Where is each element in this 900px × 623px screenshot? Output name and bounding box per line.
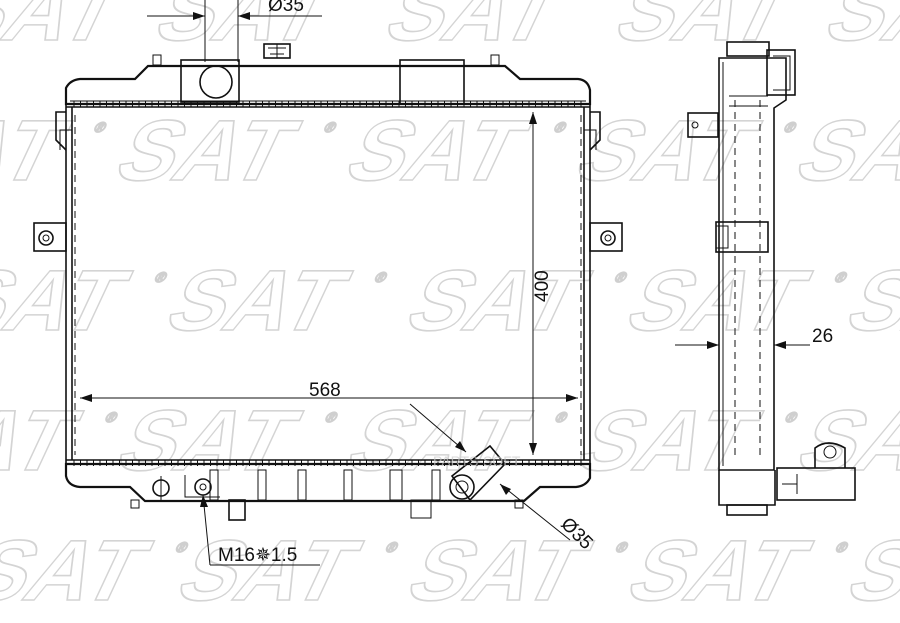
registered-mark: ®	[552, 411, 570, 426]
registered-mark: ®	[833, 541, 851, 556]
top-fin-row	[73, 101, 582, 107]
partsoft-watermark: PARTS-SOFT	[433, 453, 521, 469]
registered-mark: ®	[321, 121, 339, 136]
dim-width-label: 568	[309, 380, 341, 401]
radiator-front-view	[33, 43, 623, 521]
sat-watermark-logo: SAT	[371, 0, 581, 59]
registered-mark: ®	[832, 271, 850, 286]
top-bracket	[399, 59, 465, 105]
sat-watermark-logo: SAT	[163, 523, 373, 619]
inlet-neck	[180, 59, 240, 103]
temp-sensor	[152, 476, 170, 500]
right-mount-bracket	[589, 222, 623, 252]
sat-watermark-logo: SAT	[811, 0, 900, 59]
sat-watermark-logo: SAT	[152, 253, 362, 349]
side-top-cap	[726, 41, 770, 57]
dimension-568: 568	[80, 380, 578, 402]
side-outlet-pipe	[814, 442, 846, 468]
side-inlet-tab	[687, 112, 719, 138]
sat-watermark-logo: SAT	[141, 0, 351, 59]
registered-mark: ®	[782, 411, 800, 426]
sat-watermark-logo: SAT	[783, 393, 900, 489]
registered-mark: ®	[102, 411, 120, 426]
registered-mark: ®	[152, 271, 170, 286]
side-mount-clip	[715, 221, 769, 253]
sat-watermark-logo: SAT	[612, 253, 822, 349]
sat-watermark-logo: SAT	[0, 393, 93, 489]
registered-mark: ®	[383, 541, 401, 556]
sat-watermark-logo: SAT	[562, 103, 772, 199]
sat-watermark-logo: SAT	[0, 103, 82, 199]
outlet-pipe	[449, 444, 507, 502]
bottom-tank	[64, 462, 592, 503]
dimension-400: 400	[529, 112, 553, 455]
sat-watermark-logo: SAT	[563, 393, 773, 489]
dim-height-label: 400	[532, 270, 553, 302]
dim-drain-label: M16✵1.5	[218, 545, 297, 566]
dim-inlet-label: Ø35	[268, 0, 304, 16]
dim-thickness-label: 26	[812, 326, 833, 347]
registered-mark: ®	[372, 271, 390, 286]
dimension-26: 26	[675, 326, 833, 349]
sat-watermark-logo: SAT	[392, 253, 602, 349]
sat-watermark-logo: SAT	[102, 103, 312, 199]
side-outlet	[776, 467, 856, 501]
dimension-inlet: Ø35	[147, 0, 322, 62]
registered-mark: ®	[322, 411, 340, 426]
left-mount-bracket	[33, 222, 67, 252]
sat-watermark-logo: SAT	[832, 253, 900, 349]
sat-watermark-logo: SAT	[332, 103, 542, 199]
sat-watermark-logo: SAT	[103, 393, 313, 489]
sat-watermark-logo: SAT	[0, 0, 142, 59]
registered-mark: ®	[612, 271, 630, 286]
top-tank	[64, 64, 592, 106]
dimension-drain-thread: M16✵1.5	[200, 494, 320, 566]
inlet-pipe	[199, 65, 233, 99]
registered-mark: ®	[173, 541, 191, 556]
sat-watermark-logo: SAT	[833, 523, 900, 619]
sat-watermark-logo: SAT	[613, 523, 823, 619]
sat-watermark-logo: SAT	[0, 523, 164, 619]
registered-mark: ®	[781, 121, 799, 136]
registered-mark: ®	[551, 121, 569, 136]
sat-watermark-logo: SAT	[333, 393, 543, 489]
sat-watermark-logo: SAT	[782, 103, 900, 199]
registered-mark: ®	[91, 121, 109, 136]
radiator-side-view: 26	[675, 41, 856, 516]
registered-mark: ®	[613, 541, 631, 556]
